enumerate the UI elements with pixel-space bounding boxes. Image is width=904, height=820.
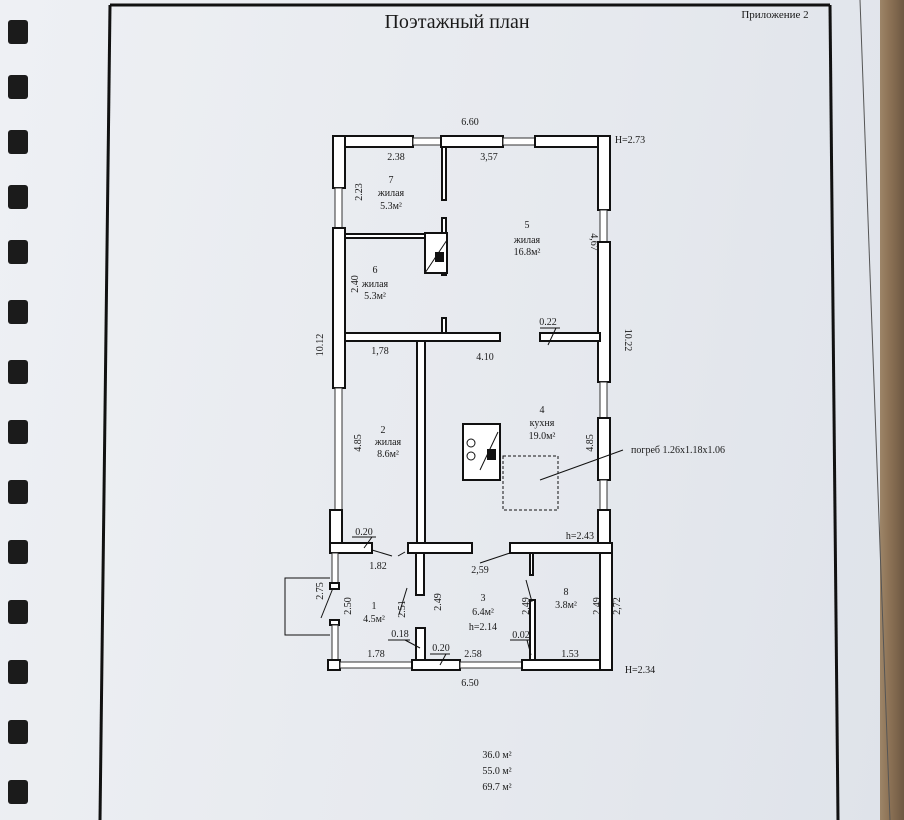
svg-text:55.0 м²: 55.0 м² bbox=[482, 766, 511, 777]
svg-text:2.49: 2.49 bbox=[521, 597, 532, 615]
svg-text:2,72: 2,72 bbox=[612, 597, 623, 615]
svg-text:1: 1 bbox=[372, 601, 377, 612]
svg-text:кухня: кухня bbox=[530, 418, 555, 429]
svg-text:h=2.14: h=2.14 bbox=[469, 622, 497, 633]
svg-text:0.20: 0.20 bbox=[355, 527, 373, 538]
page-frame bbox=[98, 3, 840, 820]
svg-text:жилая: жилая bbox=[513, 235, 541, 246]
svg-text:4.10: 4.10 bbox=[476, 352, 494, 363]
svg-text:2.49: 2.49 bbox=[592, 597, 603, 615]
room-5: 5 жилая 16.8м² bbox=[513, 220, 541, 258]
svg-text:6: 6 bbox=[373, 265, 378, 276]
svg-text:H=2.34: H=2.34 bbox=[625, 665, 655, 676]
svg-text:6.4м²: 6.4м² bbox=[472, 607, 494, 618]
svg-text:3,57: 3,57 bbox=[480, 152, 498, 163]
svg-text:5: 5 bbox=[525, 220, 530, 231]
svg-text:0.22: 0.22 bbox=[539, 317, 557, 328]
svg-text:2.51: 2.51 bbox=[397, 600, 408, 618]
document-title: Поэтажный план bbox=[384, 11, 529, 33]
svg-text:16.8м²: 16.8м² bbox=[514, 247, 541, 258]
room-3: 3 6.4м² h=2.14 bbox=[469, 593, 497, 633]
svg-text:1.53: 1.53 bbox=[561, 649, 579, 660]
svg-text:3: 3 bbox=[481, 593, 486, 604]
leader-lines bbox=[352, 327, 560, 666]
svg-text:2.40: 2.40 bbox=[350, 275, 361, 293]
porch-outline bbox=[284, 577, 330, 636]
svg-text:0.18: 0.18 bbox=[391, 629, 409, 640]
svg-text:4.5м²: 4.5м² bbox=[363, 614, 385, 625]
svg-text:2.23: 2.23 bbox=[354, 183, 365, 201]
dimension-labels: 6.60 H=2.73 2.38 3,57 2.23 4,67 2.40 0.2… bbox=[315, 117, 655, 689]
svg-text:3.8м²: 3.8м² bbox=[555, 600, 577, 611]
svg-text:5.3м²: 5.3м² bbox=[364, 291, 386, 302]
stove-icon bbox=[462, 423, 501, 481]
room-1: 1 4.5м² bbox=[363, 601, 385, 625]
room-8: 8 3.8м² bbox=[555, 587, 577, 611]
svg-text:8: 8 bbox=[564, 587, 569, 598]
svg-text:1.82: 1.82 bbox=[369, 561, 387, 572]
appendix-label: Приложение 2 bbox=[741, 9, 808, 21]
svg-text:7: 7 bbox=[389, 175, 394, 186]
svg-text:4.85: 4.85 bbox=[585, 434, 596, 452]
spiral-binding bbox=[8, 20, 28, 804]
room-7: 7 жилая 5.3м² bbox=[377, 175, 405, 212]
svg-text:0.02: 0.02 bbox=[512, 630, 530, 641]
svg-text:6.60: 6.60 bbox=[461, 117, 479, 128]
svg-text:жилая: жилая bbox=[374, 437, 402, 448]
svg-text:1.78: 1.78 bbox=[367, 649, 385, 660]
svg-text:2.38: 2.38 bbox=[387, 152, 405, 163]
svg-text:жилая: жилая bbox=[377, 188, 405, 199]
room-6: 6 жилая 5.3м² bbox=[361, 265, 389, 302]
svg-text:2.75: 2.75 bbox=[315, 582, 326, 600]
svg-text:4.85: 4.85 bbox=[353, 434, 364, 452]
cellar-outline bbox=[502, 455, 559, 511]
svg-text:8.6м²: 8.6м² bbox=[377, 449, 399, 460]
svg-text:36.0 м²: 36.0 м² bbox=[482, 750, 511, 761]
svg-text:1,78: 1,78 bbox=[371, 346, 389, 357]
svg-text:69.7 м²: 69.7 м² bbox=[482, 782, 511, 793]
svg-text:жилая: жилая bbox=[361, 279, 389, 290]
svg-text:2.49: 2.49 bbox=[433, 593, 444, 611]
room-4-kitchen: 4 кухня 19.0м² bbox=[529, 405, 556, 442]
svg-text:0.20: 0.20 bbox=[432, 643, 450, 654]
svg-text:6.50: 6.50 bbox=[461, 678, 479, 689]
svg-text:10.12: 10.12 bbox=[315, 334, 326, 357]
svg-text:h=2.43: h=2.43 bbox=[566, 531, 594, 542]
svg-text:19.0м²: 19.0м² bbox=[529, 431, 556, 442]
svg-text:4,67: 4,67 bbox=[588, 233, 599, 251]
svg-text:10.22: 10.22 bbox=[622, 329, 633, 352]
svg-text:2,59: 2,59 bbox=[471, 565, 489, 576]
svg-text:2.58: 2.58 bbox=[464, 649, 482, 660]
room-2: 2 жилая 8.6м² bbox=[374, 425, 402, 460]
svg-text:5.3м²: 5.3м² bbox=[380, 201, 402, 212]
paper-edge bbox=[859, 0, 891, 820]
cellar-label: погреб 1.26х1.18х1.06 bbox=[631, 445, 725, 456]
svg-text:H=2.73: H=2.73 bbox=[615, 135, 645, 146]
area-totals: 36.0 м² 55.0 м² 69.7 м² bbox=[482, 750, 511, 793]
svg-text:2.50: 2.50 bbox=[343, 597, 354, 615]
walls bbox=[327, 135, 613, 671]
svg-text:2: 2 bbox=[381, 425, 386, 436]
svg-text:4: 4 bbox=[540, 405, 545, 416]
